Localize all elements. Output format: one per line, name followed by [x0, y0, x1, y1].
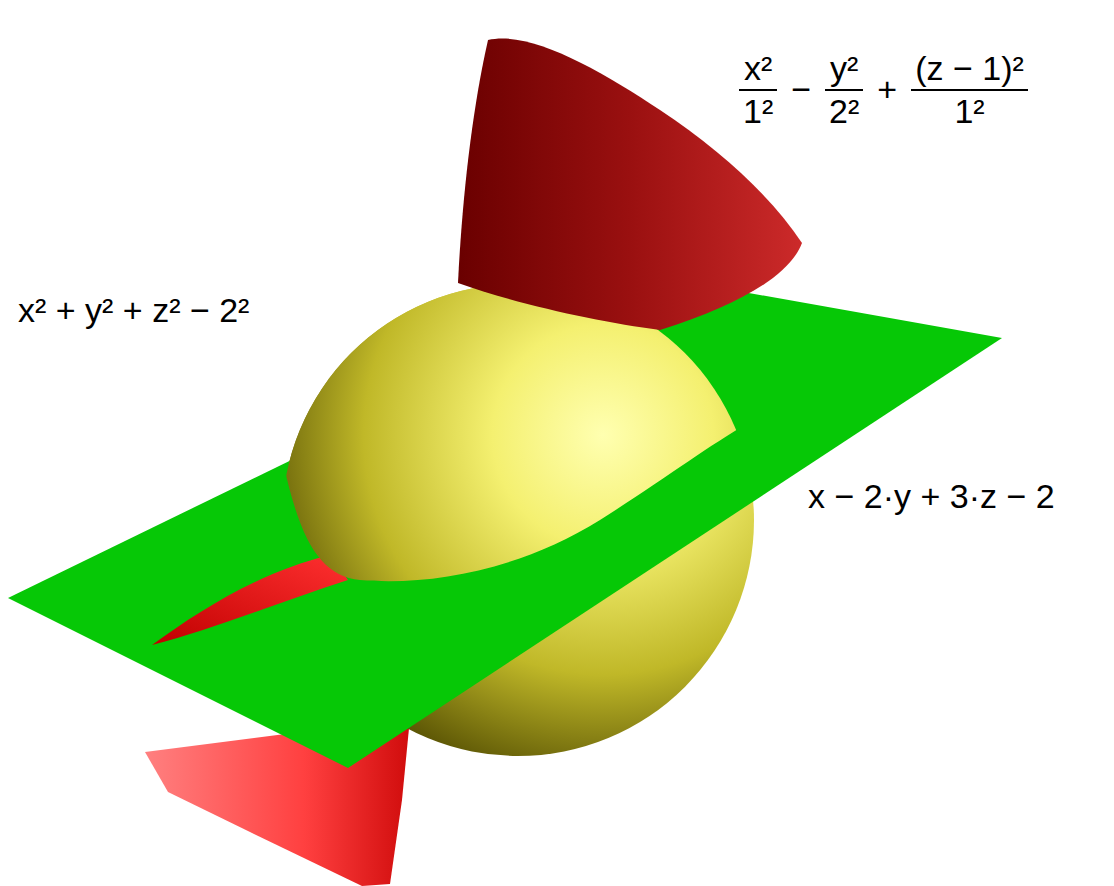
fraction: x²1²	[739, 48, 777, 132]
fraction: (z − 1)²1²	[911, 48, 1028, 132]
operator: +	[867, 70, 907, 109]
denominator: 2²	[825, 91, 863, 132]
cone-tongue	[152, 555, 348, 645]
denominator: 1²	[739, 91, 777, 132]
equation-text: x² + y² + z² − 2²	[18, 291, 249, 329]
numerator: y²	[825, 48, 863, 91]
numerator: x²	[739, 48, 777, 91]
sphere-cap	[282, 284, 754, 756]
plane	[8, 278, 1002, 768]
equation-label: x − 2·y + 3·z − 2	[808, 476, 1055, 517]
hyperboloid-formula: x²1²−y²2²+(z − 1)²1²	[735, 48, 1032, 132]
equation-label: x² + y² + z² − 2²	[18, 290, 249, 331]
operator: −	[781, 70, 821, 109]
fraction: y²2²	[825, 48, 863, 132]
equation-text: x − 2·y + 3·z − 2	[808, 477, 1055, 515]
numerator: (z − 1)²	[911, 48, 1028, 91]
upper-cone	[458, 38, 802, 330]
denominator: 1²	[911, 91, 1028, 132]
